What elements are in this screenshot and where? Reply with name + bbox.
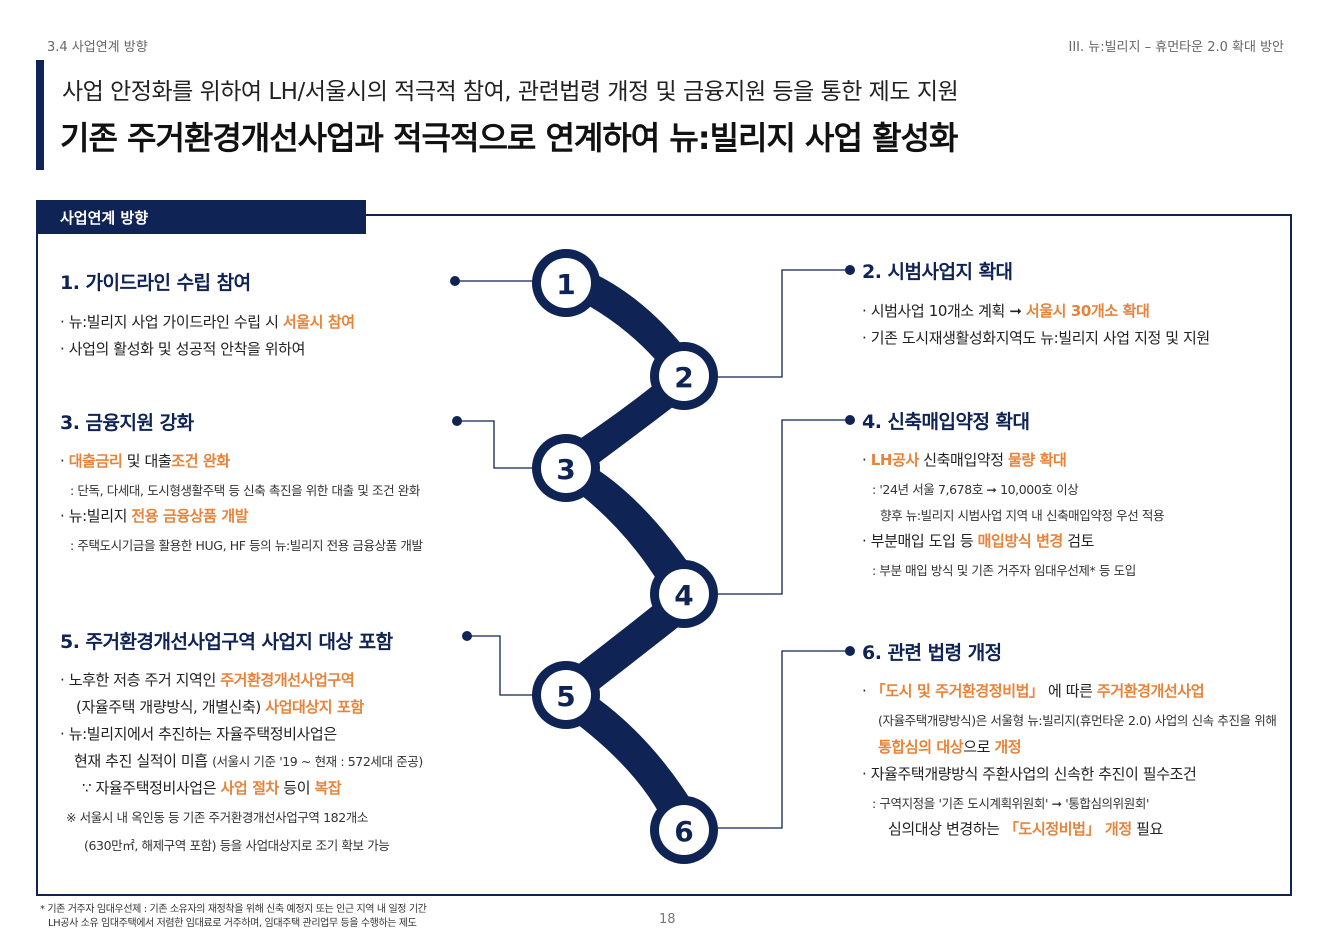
section-5-highlight-target: 사업대상지 포함: [265, 698, 364, 716]
section-1-line-1: · 뉴:빌리지 사업 가이드라인 수립 시: [60, 313, 283, 331]
section-3-line-3: · 뉴:빌리지: [60, 507, 132, 525]
title-accent-bar: [36, 60, 44, 170]
section-5-line-7: (630만㎡, 해제구역 포함) 등을 사업대상지로 조기 확보 가능: [84, 838, 390, 853]
section-6-text-needed: 필요: [1131, 820, 1163, 838]
section-3-highlight-condition: 조건 완화: [171, 452, 230, 470]
section-4-highlight-lh: LH공사: [870, 451, 920, 469]
connector-dot-3: [452, 416, 462, 426]
section-1-title: 1. 가이드라인 수립 참여: [60, 272, 251, 294]
section-3-highlight-rate: 대출금리: [68, 452, 123, 470]
section-5-line-5: ∵ 자율주택정비사업은: [82, 779, 221, 797]
node-number-5: 5: [556, 680, 575, 713]
page-number: 18: [659, 912, 676, 927]
section-1: 1. 가이드라인 수립 참여 · 뉴:빌리지 사업 가이드라인 수립 시 서울시…: [60, 268, 355, 359]
section-5-line-3: · 뉴:빌리지에서 추진하는 자율주택정비사업은: [60, 725, 337, 743]
section-3-line-2: : 단독, 다세대, 도시형생활주택 등 신축 촉진을 위한 대출 및 조건 완…: [70, 483, 420, 498]
connector-6: [716, 650, 848, 829]
section-5-line-1: · 노후한 저층 주거 지역인: [60, 671, 221, 689]
spine-link-3-4: [558, 458, 700, 585]
section-4-line-3: 향후 뉴:빌리지 시범사업 지역 내 신축매입약정 우선 적용: [880, 508, 1165, 523]
section-4-line-5: : 부분 매입 방식 및 기존 거주자 임대우선제* 등 도입: [872, 563, 1136, 578]
node-number-4: 4: [674, 579, 693, 612]
node-number-3: 3: [556, 453, 575, 486]
connector-dot-1: [450, 276, 460, 286]
section-5-highlight-area: 주거환경개선사업구역: [220, 671, 355, 689]
section-6-highlight-amend: 개정: [994, 738, 1022, 756]
connector-5: [469, 635, 536, 696]
section-6-highlight-project: 주거환경개선사업: [1096, 682, 1205, 700]
footnote-line-1: * 기존 거주자 임대우선제 : 기존 소유자의 재정착을 위해 신축 예정지 …: [40, 904, 427, 915]
connector-dot-6: [845, 646, 855, 656]
section-4-bullet: ·: [862, 451, 871, 469]
section-4-line-4: · 부분매입 도입 등: [862, 532, 978, 550]
section-6-line-5: : 구역지정을 '기존 도시계획위원회' ➞ '통합심의위원회': [872, 796, 1149, 811]
header-section-label: 3.4 사업연계 방향: [47, 40, 148, 55]
section-4: 4. 신축매입약정 확대 · LH공사 신축매입약정 물량 확대 : '24년 …: [862, 407, 1165, 579]
section-4-highlight-method: 매입방식 변경: [977, 532, 1064, 550]
section-6-title: 6. 관련 법령 개정: [862, 642, 1002, 664]
section-1-line-2: · 사업의 활성화 및 성공적 안착을 위하여: [60, 340, 305, 358]
connector-dot-5: [462, 631, 472, 641]
section-6-line-2: (자율주택개량방식)은 서울형 뉴:빌리지(휴먼타운 2.0) 사업의 신속 추…: [878, 713, 1277, 728]
section-5-line-2: (자율주택 개량방식, 개별신축): [76, 698, 266, 716]
frame-tab-label: 사업연계 방향: [36, 200, 366, 234]
section-5-highlight-procedure: 사업 절차: [220, 779, 279, 797]
page-subtitle: 사업 안정화를 위하여 LH/서울시의 적극적 참여, 관련법령 개정 및 금융…: [62, 79, 959, 105]
connector-3: [459, 420, 536, 469]
section-6-text-to: 으로: [963, 738, 995, 756]
connector-4: [716, 419, 848, 595]
section-6-text-according: 에 따른: [1043, 682, 1097, 700]
content-frame: [36, 214, 1292, 896]
node-number-2: 2: [674, 361, 693, 394]
section-6-highlight-amend-law: 「도시정비법」 개정: [1003, 820, 1132, 838]
section-2: 2. 시범사업지 확대 · 시범사업 10개소 계획 ➞ 서울시 30개소 확대…: [862, 257, 1210, 348]
section-1-highlight-seoul: 서울시 참여: [282, 313, 355, 331]
section-4-text-review: 검토: [1062, 532, 1095, 550]
section-6: 6. 관련 법령 개정 · 「도시 및 주거환경정비법」 에 따른 주거환경개선…: [862, 638, 1277, 839]
section-3-line-4: : 주택도시기금을 활용한 HUG, HF 등의 뉴:빌리지 전용 금융상품 개…: [70, 538, 423, 553]
section-5-line-6: ※ 서울시 내 옥인동 등 기존 주거환경개선사업구역 182개소: [66, 810, 368, 825]
section-6-line-4: · 자율주택개량방식 주환사업의 신속한 추진이 필수조건: [862, 765, 1197, 783]
section-6-line-6: 심의대상 변경하는: [888, 820, 1004, 838]
section-2-line-1: · 시범사업 10개소 계획 ➞: [862, 302, 1026, 320]
section-6-highlight-law: 「도시 및 주거환경정비법」: [870, 682, 1044, 700]
section-5-line-4-note: (서울시 기준 '19 ~ 현재 : 572세대 준공): [212, 754, 423, 769]
section-4-line-2: : '24년 서울 7,678호 ➞ 10,000호 이상: [872, 482, 1079, 497]
section-3-title: 3. 금융지원 강화: [60, 412, 194, 434]
section-5-highlight-complex: 복잡: [314, 779, 342, 797]
connector-dot-4: [845, 415, 855, 425]
section-5-text-etc: 등이: [278, 779, 315, 797]
section-4-highlight-volume: 물량 확대: [1008, 451, 1067, 469]
section-3-bullet: ·: [60, 452, 69, 470]
section-5: 5. 주거환경개선사업구역 사업지 대상 포함 · 노후한 저층 주거 지역인 …: [60, 627, 423, 854]
section-6-highlight-integrated: 통합심의 대상: [878, 738, 964, 756]
section-3: 3. 금융지원 강화 · 대출금리 및 대출조건 완화 : 단독, 다세대, 도…: [60, 408, 423, 554]
section-2-line-2: · 기존 도시재생활성화지역도 뉴:빌리지 사업 지정 및 지원: [862, 329, 1210, 347]
node-number-6: 6: [674, 815, 693, 848]
footnote: * 기존 거주자 임대우선제 : 기존 소유자의 재정착을 위해 신축 예정지 …: [40, 903, 427, 931]
section-5-line-4: 현재 추진 실적이 미흡: [74, 752, 213, 770]
section-5-title: 5. 주거환경개선사업구역 사업지 대상 포함: [60, 631, 393, 653]
node-number-1: 1: [556, 268, 575, 301]
section-2-highlight: 서울시 30개소 확대: [1025, 302, 1150, 320]
connector-dot-2: [845, 265, 855, 275]
section-3-text-and: 및 대출: [122, 452, 172, 470]
section-3-highlight-product: 전용 금융상품 개발: [131, 507, 249, 525]
section-4-title: 4. 신축매입약정 확대: [862, 411, 1030, 433]
section-6-bullet: ·: [862, 682, 871, 700]
connector-2: [716, 269, 848, 378]
page-title: 기존 주거환경개선사업과 적극적으로 연계하여 뉴:빌리지 사업 활성화: [60, 119, 958, 157]
footnote-line-2: LH공사 소유 임대주택에서 저렴한 임대료로 거주하며, 임대주택 관리업무 …: [48, 918, 417, 929]
section-4-text: 신축매입약정: [918, 451, 1009, 469]
section-2-title: 2. 시범사업지 확대: [862, 261, 1013, 283]
header-chapter-label: III. 뉴:빌리지 – 휴먼타운 2.0 확대 방안: [1068, 40, 1284, 55]
